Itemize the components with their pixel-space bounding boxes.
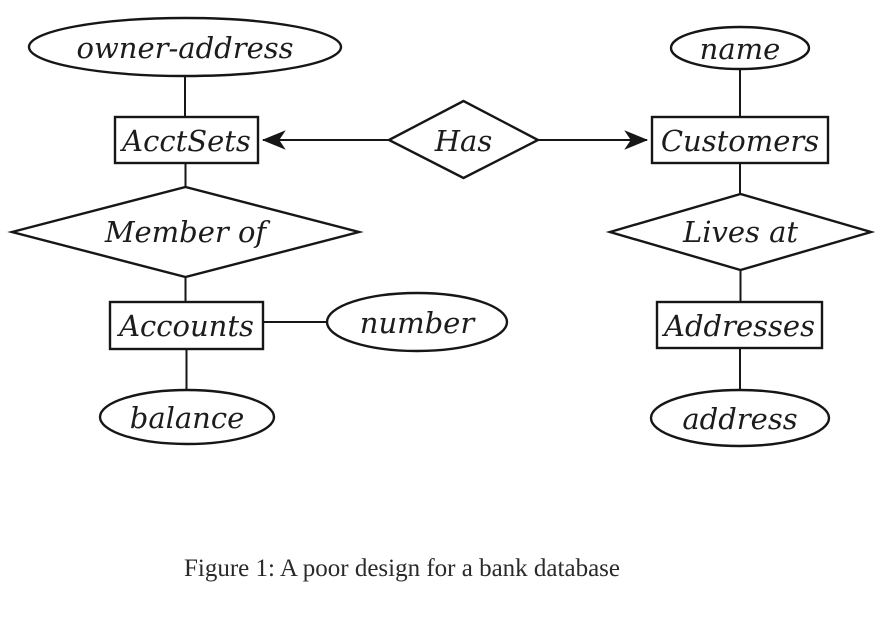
entity-accounts: Accounts xyxy=(108,300,265,351)
relationship-member-of-label: Member of xyxy=(104,215,272,249)
attribute-name-ellipse xyxy=(669,25,811,71)
attribute-address-label: address xyxy=(682,402,797,436)
attribute-number: number xyxy=(325,291,509,353)
attribute-address: address xyxy=(649,388,831,448)
entity-customers-label: Customers xyxy=(661,124,819,158)
connectors xyxy=(184,69,742,391)
attribute-owner-address-ellipse xyxy=(27,16,343,78)
entity-customers-box xyxy=(650,115,830,165)
relationship-has: Has xyxy=(386,99,541,180)
relationship-member-of-diamond xyxy=(7,185,364,279)
attribute-name: name xyxy=(669,25,811,71)
relationship-lives-at-diamond xyxy=(605,192,876,272)
attribute-number-ellipse xyxy=(325,291,509,353)
attribute-balance: balance xyxy=(98,388,276,446)
entity-accounts-box xyxy=(108,300,265,351)
entity-acctsets-label: AcctSets xyxy=(119,124,251,158)
attribute-address-ellipse xyxy=(649,388,831,448)
entity-acctsets-box xyxy=(113,115,260,165)
entity-addresses-label: Addresses xyxy=(661,309,815,343)
entity-accounts-label: Accounts xyxy=(116,309,254,343)
relationship-member-of: Member of xyxy=(7,185,364,279)
attribute-name-label: name xyxy=(700,32,781,66)
relationship-lives-at-label: Lives at xyxy=(682,215,798,249)
attribute-owner-address: owner-address xyxy=(27,16,343,78)
figure-caption: Figure 1: A poor design for a bank datab… xyxy=(184,555,620,582)
attribute-number-label: number xyxy=(360,306,477,340)
attribute-balance-ellipse xyxy=(98,388,276,446)
entity-customers: Customers xyxy=(650,115,830,165)
attribute-balance-label: balance xyxy=(130,401,245,435)
entity-acctsets: AcctSets xyxy=(113,115,260,165)
attribute-owner-address-label: owner-address xyxy=(77,31,294,65)
relationship-has-diamond xyxy=(386,99,541,180)
relationship-has-label: Has xyxy=(434,124,492,158)
entity-addresses: Addresses xyxy=(655,300,824,350)
entity-addresses-box xyxy=(655,300,824,350)
relationship-lives-at: Lives at xyxy=(605,192,876,272)
